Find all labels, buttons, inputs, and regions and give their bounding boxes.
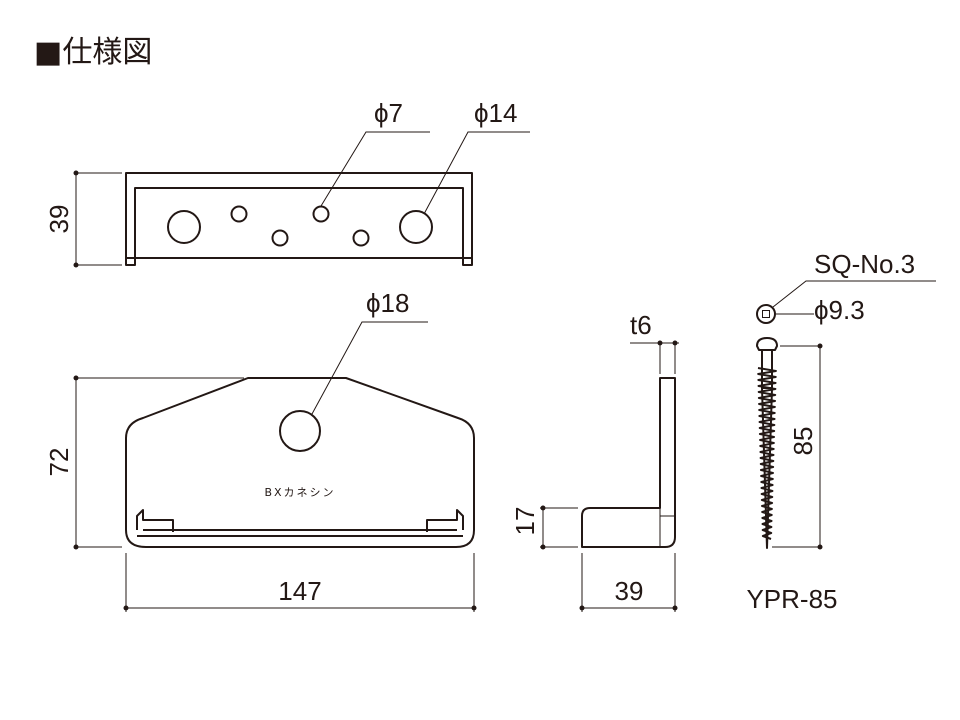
dim-dot xyxy=(817,544,823,550)
screw-thread-zigzag xyxy=(757,367,777,540)
side-view-outline xyxy=(581,377,676,548)
screw-core xyxy=(761,387,773,549)
head-label: ϕ9.3 xyxy=(814,295,865,325)
dim-dot xyxy=(540,505,546,511)
dim-dot xyxy=(73,375,79,381)
front-view: BXカネシン ϕ18 72 147 xyxy=(44,288,477,612)
top-view-flange-outline xyxy=(125,172,473,266)
dim-dot xyxy=(672,340,678,346)
thickness-label: t6 xyxy=(630,310,652,340)
top-view: 39 ϕ7 ϕ14 xyxy=(44,98,530,268)
top-height-label: 39 xyxy=(44,205,74,234)
small-hole xyxy=(312,205,330,223)
dim-dot xyxy=(73,262,79,268)
dim-dot xyxy=(73,170,79,176)
small-hole-label: ϕ7 xyxy=(374,98,403,128)
center-hole xyxy=(279,410,321,452)
front-view-right-notch xyxy=(426,509,464,532)
side-height-label: 17 xyxy=(510,507,540,536)
large-hole-label: ϕ14 xyxy=(474,98,517,128)
dim-dot xyxy=(73,544,79,550)
large-hole-left xyxy=(167,210,201,244)
front-view-left-notch xyxy=(136,509,174,532)
brand-text: BXカネシン xyxy=(264,486,335,499)
side-depth-label: 39 xyxy=(615,576,644,606)
leader-center-hole xyxy=(311,321,428,415)
screw: SQ-No.3 ϕ9.3 85 YPR-85 xyxy=(746,249,936,614)
dim-dot xyxy=(672,605,678,611)
drive-label: SQ-No.3 xyxy=(814,249,915,279)
front-height-label: 72 xyxy=(44,448,74,477)
leader-drive xyxy=(772,280,936,308)
screw-head-top xyxy=(756,304,776,324)
leader-large-hole xyxy=(423,131,530,215)
dim-dot xyxy=(817,343,823,349)
dim-dot xyxy=(579,605,585,611)
dim-dot xyxy=(540,544,546,550)
front-view-outline xyxy=(125,377,475,548)
dim-dot xyxy=(123,605,129,611)
center-hole-label: ϕ18 xyxy=(366,288,409,318)
dim-dot xyxy=(657,340,663,346)
large-hole-right xyxy=(399,210,433,244)
side-view: t6 17 39 xyxy=(510,310,679,612)
small-hole xyxy=(230,205,248,223)
page-title: ■仕様図 xyxy=(34,35,152,70)
leader-small-hole xyxy=(320,131,430,207)
model-label: YPR-85 xyxy=(746,584,837,614)
front-width-label: 147 xyxy=(278,576,321,606)
square-drive-icon xyxy=(762,310,770,318)
small-hole xyxy=(271,229,289,247)
dim-dot xyxy=(471,605,477,611)
screw-head xyxy=(756,337,778,351)
screw-threads xyxy=(757,367,777,540)
screw-length-label: 85 xyxy=(788,427,818,456)
small-hole xyxy=(352,229,370,247)
